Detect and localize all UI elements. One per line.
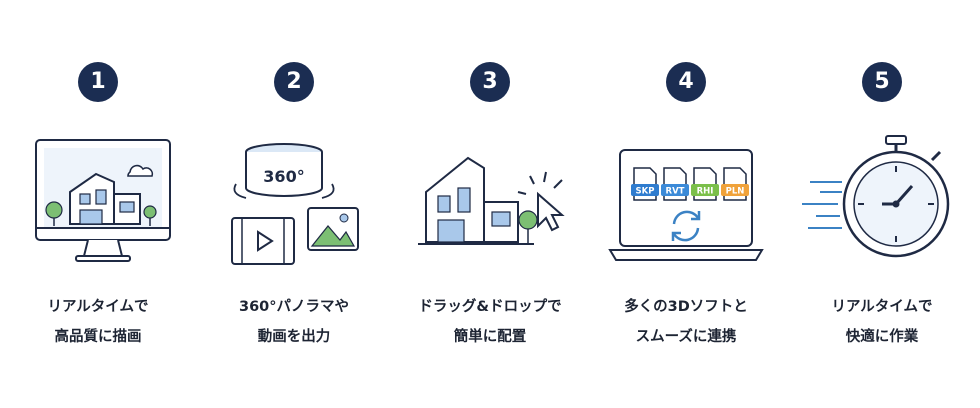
feature-caption: リアルタイムで 快適に作業 bbox=[831, 299, 933, 345]
feature-caption: 360°パノラマや 動画を出力 bbox=[238, 299, 350, 345]
file-badge-rvt: RVT bbox=[661, 167, 689, 201]
file-badge-rhi: RHI bbox=[691, 167, 719, 201]
stopwatch-icon bbox=[802, 135, 950, 258]
svg-text:RVT: RVT bbox=[666, 187, 685, 197]
feature-realtime-work: 5 リアルタイムで 快適に作業 bbox=[784, 0, 980, 408]
feature-realtime-render: 1 リアルタイムで 高品質に描画 bbox=[0, 0, 196, 408]
feature-caption: リアルタイムで 高品質に描画 bbox=[47, 299, 149, 345]
svg-text:SKP: SKP bbox=[636, 187, 655, 197]
sync-arrows-icon bbox=[671, 210, 701, 242]
building-cursor-icon bbox=[418, 156, 565, 245]
step-badge-5: 5 bbox=[862, 62, 902, 102]
file-badge-skp: SKP bbox=[631, 167, 659, 201]
step-badge-3: 3 bbox=[470, 62, 510, 102]
step-badge-4: 4 bbox=[666, 62, 706, 102]
feature-3d-software-link: 4 SKP RVT RHI PLN 多 bbox=[588, 0, 784, 408]
cursor-arrow-icon bbox=[537, 191, 565, 232]
file-badge-pln: PLN bbox=[721, 167, 749, 201]
step-badge-1: 1 bbox=[78, 62, 118, 102]
feature-caption: 多くの3Dソフトと スムーズに連携 bbox=[624, 299, 748, 345]
step-badge-2: 2 bbox=[274, 62, 314, 102]
sphere-label: 360° bbox=[263, 167, 304, 186]
laptop-sync-icon: SKP RVT RHI PLN bbox=[608, 149, 764, 261]
feature-caption: ドラッグ&ドロップで 簡単に配置 bbox=[418, 299, 562, 345]
feature-drag-drop: 3 ドラッグ&ドロップで 簡単に配置 bbox=[392, 0, 588, 408]
feature-panorama-video: 2 360° 360°パノラマや 動画を出力 bbox=[196, 0, 392, 408]
panorama-video-icon: 360° bbox=[231, 143, 359, 265]
monitor-house-icon bbox=[35, 139, 171, 262]
svg-text:RHI: RHI bbox=[697, 187, 714, 197]
svg-text:PLN: PLN bbox=[726, 187, 745, 197]
